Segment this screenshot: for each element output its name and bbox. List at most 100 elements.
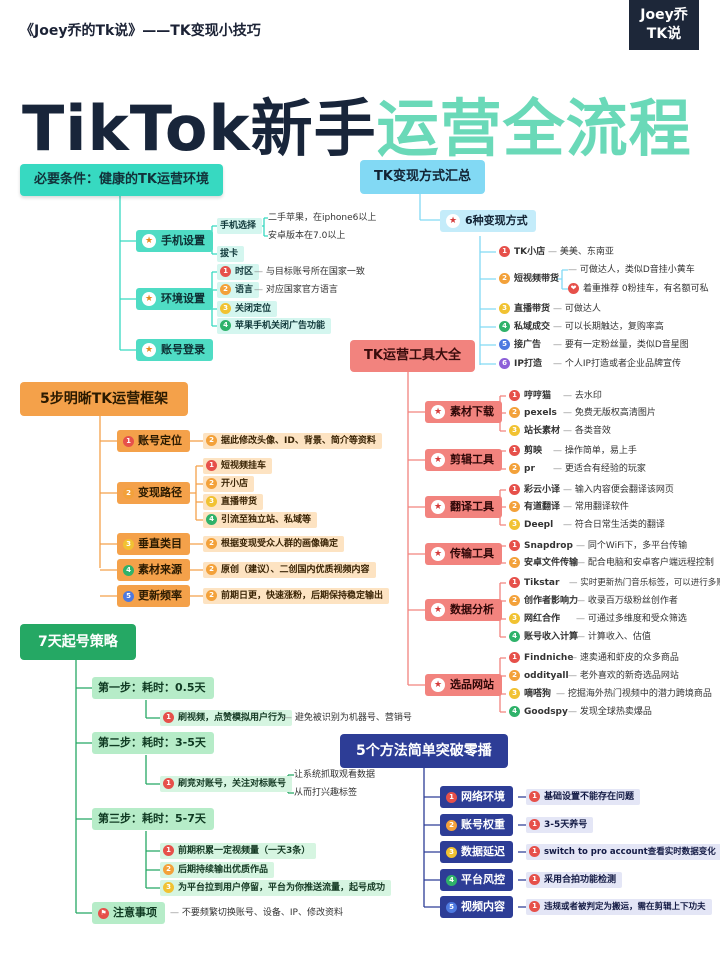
leaf-label: 直播带货 <box>221 497 258 507</box>
star-icon: ★ <box>431 453 445 467</box>
number-badge: 3 <box>446 846 457 858</box>
zero-note-text: 采用合拍功能检测 <box>544 875 617 885</box>
number-badge: 6 <box>499 358 510 369</box>
branch-phone-setup: ★手机设置 <box>136 230 213 252</box>
tool-item: 2 创作者影响力 <box>506 593 584 609</box>
leaf-remove-sim: 拔卡 <box>217 246 245 262</box>
number-badge: 4 <box>206 514 217 525</box>
number-badge: 2 <box>509 557 520 568</box>
prereq-heading: 必要条件：健康的TK运营环境 <box>20 164 223 196</box>
branch-label: 剪辑工具 <box>450 453 494 466</box>
tool-item: 1 剪映 <box>506 443 548 459</box>
tool-note: 同个WiFi下，多平台传输 <box>576 538 687 554</box>
monetize-note: 可做达人，类似D音挂小黄车 <box>568 262 695 278</box>
logo-line-1: Joey乔 <box>640 7 688 23</box>
monetize-note: 要有一定粉丝量，类似D音星图 <box>553 337 689 353</box>
monetize-note: 可以长期触达，复购率高 <box>553 319 664 335</box>
tool-name: 嘀嗒狗 <box>524 689 552 699</box>
note-timezone: 与目标账号所在国家一致 <box>254 264 365 280</box>
item-label: 后期持续输出优质作品 <box>178 865 269 875</box>
tool-note: 常用翻译软件 <box>563 499 629 515</box>
tool-name: 创作者影响力 <box>524 596 579 606</box>
leaf-path: 3 直播带货 <box>203 494 264 510</box>
tool-note: 配合电脑和安卓客户端远程控制 <box>576 555 714 571</box>
leaf-label: 前期日更，快速涨粉，后期保持稳定输出 <box>221 591 384 601</box>
leaf-phone-select: 手机选择 <box>217 218 263 234</box>
tool-note: 可通过多维度和受众筛选 <box>576 611 687 627</box>
tool-name: 安卓文件传输 <box>524 558 579 568</box>
zero-label: 账号权重 <box>461 818 505 831</box>
monetize-extra-note: ❤着重推荐 0粉挂车，有名额可私 <box>568 281 709 297</box>
tool-name: 账号收入计算 <box>524 632 579 642</box>
zero-note-text: 基础设置不能存在问题 <box>544 792 635 802</box>
zero-label: 数据延迟 <box>461 845 505 858</box>
tool-note: 去水印 <box>563 388 602 404</box>
branch-label: 选品网站 <box>450 678 494 691</box>
number-badge: 1 <box>529 819 540 830</box>
tool-name: 剪映 <box>524 446 543 456</box>
tool-name: 网红合作 <box>524 614 561 624</box>
number-badge: 3 <box>123 538 134 550</box>
number-badge: 2 <box>206 478 217 489</box>
step-one-note: 避免被识别为机器号、营销号 <box>283 710 412 726</box>
number-badge: 4 <box>499 321 510 332</box>
star-icon: ★ <box>142 234 156 248</box>
seven-day-heading: 7天起号策略 <box>20 624 136 660</box>
title-part-1: TikTok新手 <box>22 92 377 165</box>
number-badge: 1 <box>206 460 217 471</box>
item-label: 为平台拉到用户停留，平台为你推送流量，起号成功 <box>178 883 386 893</box>
branch-translate-tools: ★翻译工具 <box>425 496 502 518</box>
zero-item-delay: 3 数据延迟 <box>440 841 513 863</box>
number-badge: 1 <box>529 901 540 912</box>
number-badge: 1 <box>509 390 520 401</box>
item-label: 直播带货 <box>514 304 551 314</box>
number-badge: 2 <box>509 595 520 606</box>
tool-name: Tikstar <box>524 578 560 588</box>
number-badge: 2 <box>509 501 520 512</box>
number-badge: 3 <box>509 688 520 699</box>
number-badge: 3 <box>206 496 217 507</box>
star-icon: ★ <box>431 405 445 419</box>
monetize-note: 个人IP打造或者企业品牌宣传 <box>553 356 681 372</box>
tool-note: 各类音效 <box>563 423 611 439</box>
step-two-note: 让系统抓取观看数据 <box>294 770 376 780</box>
number-badge: 2 <box>206 564 217 575</box>
star-icon: ★ <box>431 500 445 514</box>
tool-name: Deepl <box>524 520 554 530</box>
page-title: TikTok新手运营全流程 <box>22 78 692 168</box>
branch-transfer-tools: ★传输工具 <box>425 543 502 565</box>
monetize-note: 美美、东南亚 <box>548 244 614 260</box>
number-badge: 1 <box>509 445 520 456</box>
brand-logo: Joey乔 TK说 <box>629 0 699 50</box>
number-badge: 2 <box>206 538 217 549</box>
flag-icon: ⚑ <box>98 907 109 919</box>
star-icon: ★ <box>142 343 156 357</box>
leaf-label: 时区 <box>235 267 254 277</box>
tool-note: 符合日常生活类的翻译 <box>563 517 665 533</box>
star-icon: ★ <box>431 678 445 692</box>
number-badge: 1 <box>529 846 540 857</box>
tool-name: pexels <box>524 408 557 418</box>
tools-heading: TK运营工具大全 <box>350 340 475 372</box>
